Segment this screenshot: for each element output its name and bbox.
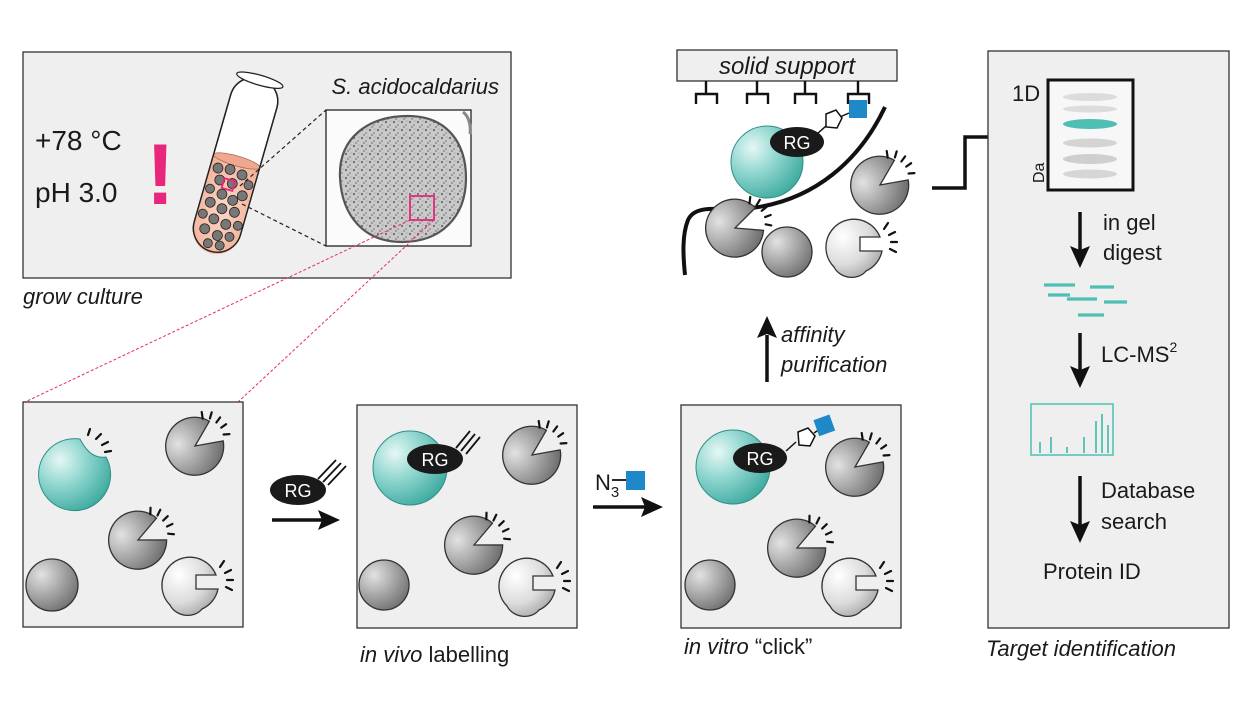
exclamation-mark: ! xyxy=(146,127,175,223)
affinity-label: affinity purification xyxy=(780,322,887,377)
micrograph-image xyxy=(325,109,472,247)
ph-label: pH 3.0 xyxy=(35,177,118,208)
peptides-icon xyxy=(1044,283,1127,317)
proteome-panel xyxy=(22,399,244,628)
gel-label: 1D xyxy=(1012,81,1040,106)
target-caption: Target identification xyxy=(986,636,1176,661)
organism-label: S. acidocaldarius xyxy=(331,74,499,99)
in-vivo-panel: RG xyxy=(356,404,581,629)
svg-text:RG: RG xyxy=(747,449,774,469)
solid-support-label: solid support xyxy=(719,53,856,80)
svg-text:RG: RG xyxy=(422,450,449,470)
affinity-arrow xyxy=(757,316,777,382)
lcms-label: LC-MS2 xyxy=(1101,339,1177,367)
purification-scene: solid support RG xyxy=(676,49,929,279)
svg-text:RG: RG xyxy=(784,133,811,153)
down-arrow-1 xyxy=(1070,212,1090,268)
gel-icon xyxy=(1046,78,1135,192)
culture-panel: +78 °C pH 3.0 ! xyxy=(22,51,512,279)
down-arrow-2 xyxy=(1070,333,1090,388)
protein-id-label: Protein ID xyxy=(1043,559,1141,584)
target-identification-panel: 1D Da in gel digest LC-MS2 xyxy=(987,50,1230,629)
test-tube-icon xyxy=(192,71,284,255)
azide-reagent-icon: N3 xyxy=(595,470,645,501)
solid-support-bar xyxy=(676,49,898,82)
spectrum-icon xyxy=(1030,403,1114,456)
step-arrow-2 xyxy=(593,497,663,517)
probe-reagent-icon: RG xyxy=(270,459,347,505)
down-arrow-3 xyxy=(1070,476,1090,543)
svg-text:RG: RG xyxy=(285,481,312,501)
gel-axis-label: Da xyxy=(1031,162,1048,183)
digest-label: in gel digest xyxy=(1103,210,1162,265)
in-vitro-panel: RG xyxy=(680,404,904,629)
temperature-label: +78 °C xyxy=(35,125,122,156)
culture-caption: grow culture xyxy=(23,284,143,309)
svg-text:N3: N3 xyxy=(595,470,619,501)
step-arrow-1 xyxy=(272,510,340,530)
in-vivo-caption: in vivo labelling xyxy=(360,642,509,667)
in-vitro-caption: in vitro “click” xyxy=(684,634,812,659)
database-search-label: Database search xyxy=(1101,478,1201,534)
